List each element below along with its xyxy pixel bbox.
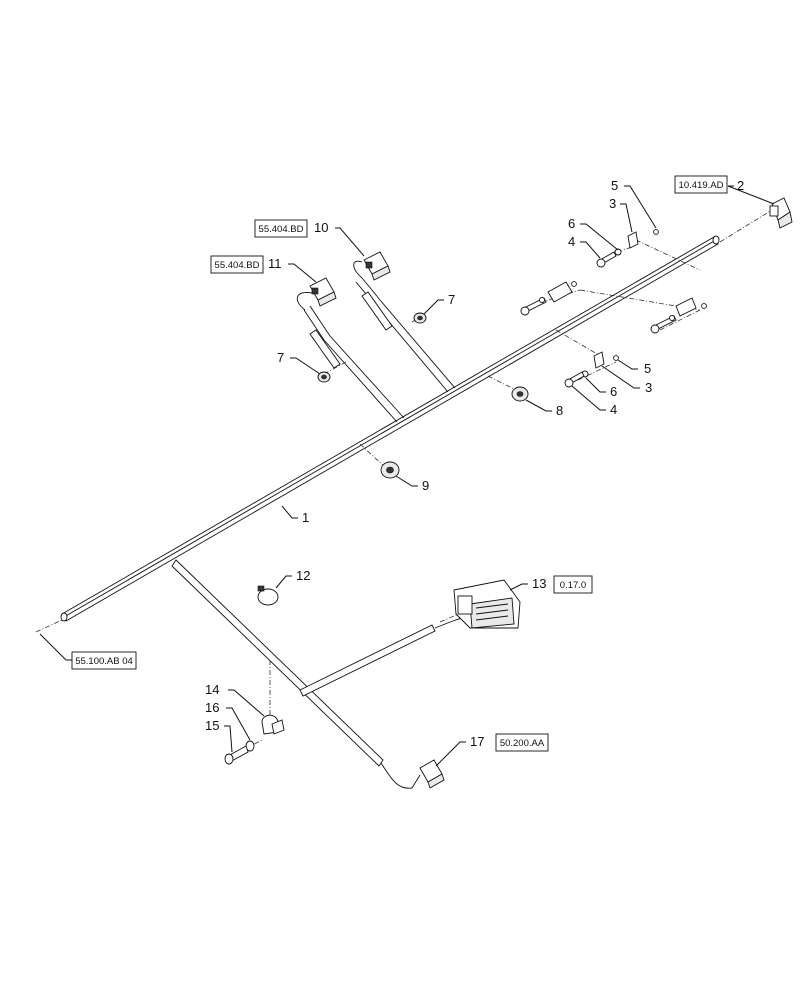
callout-12: 12 — [296, 568, 310, 583]
bolt-part-15 — [224, 745, 249, 765]
cable-tie-part-12 — [257, 585, 279, 606]
ref-box-55404BD-lower: 55.404.BD — [210, 255, 264, 274]
callout-14: 14 — [205, 682, 219, 697]
callout-1: 1 — [302, 510, 309, 525]
callout-8: 8 — [556, 403, 563, 418]
upper-right-hardware — [520, 229, 707, 388]
connector-part-13 — [453, 579, 521, 629]
svg-text:10.419.AD: 10.419.AD — [679, 180, 724, 191]
grommet-part-7-lower — [317, 371, 331, 383]
callout-5-upper: 5 — [611, 178, 618, 193]
leader-lines — [39, 185, 775, 767]
callout-3-upper: 3 — [609, 196, 616, 211]
callout-9: 9 — [422, 478, 429, 493]
assembly-lines — [35, 209, 773, 759]
svg-text:55.404.BD: 55.404.BD — [259, 224, 304, 235]
connector-part-17 — [419, 759, 445, 789]
ref-box-10419AD: 10.419.AD — [674, 175, 728, 194]
main-harness-tube — [60, 235, 720, 622]
callout-17: 17 — [470, 734, 484, 749]
svg-text:0.17.0: 0.17.0 — [560, 580, 586, 591]
callout-13: 13 — [532, 576, 546, 591]
svg-text:55.404.BD: 55.404.BD — [215, 260, 260, 271]
callout-5-lower: 5 — [644, 361, 651, 376]
callout-2: 2 — [737, 178, 744, 193]
callout-6-upper: 6 — [568, 216, 575, 231]
ref-box-55100AB04: 55.100.AB 04 — [71, 651, 137, 670]
connector-part-11 — [309, 277, 337, 307]
callout-6-lower: 6 — [610, 384, 617, 399]
connector-part-2 — [769, 197, 793, 229]
ref-box-50200AA: 50.200.AA — [495, 733, 549, 752]
callout-4-lower: 4 — [610, 402, 617, 417]
callout-15: 15 — [205, 718, 219, 733]
connector-part-10 — [363, 251, 391, 281]
clamp-part-14 — [261, 714, 285, 735]
callout-7-lower: 7 — [277, 350, 284, 365]
svg-text:55.100.AB 04: 55.100.AB 04 — [75, 656, 133, 667]
lower-branch-harness — [171, 559, 471, 789]
callout-4-upper: 4 — [568, 234, 575, 249]
callout-10: 10 — [314, 220, 328, 235]
ref-box-55404BD-upper: 55.404.BD — [254, 219, 308, 238]
part-callouts: 5 3 6 4 2 10 11 7 7 5 3 6 4 8 9 1 12 13 … — [205, 178, 744, 749]
callout-11: 11 — [268, 256, 282, 271]
callout-7-upper: 7 — [448, 292, 455, 307]
upper-branch-wires — [296, 260, 456, 423]
callout-3-lower: 3 — [645, 380, 652, 395]
svg-text:50.200.AA: 50.200.AA — [500, 738, 545, 749]
grommet-part-7-upper — [413, 312, 427, 324]
ref-box-0170: 0.17.0 — [553, 575, 593, 594]
grommet-part-8 — [511, 386, 529, 402]
callout-16: 16 — [205, 700, 219, 715]
grommet-part-9 — [380, 461, 400, 479]
